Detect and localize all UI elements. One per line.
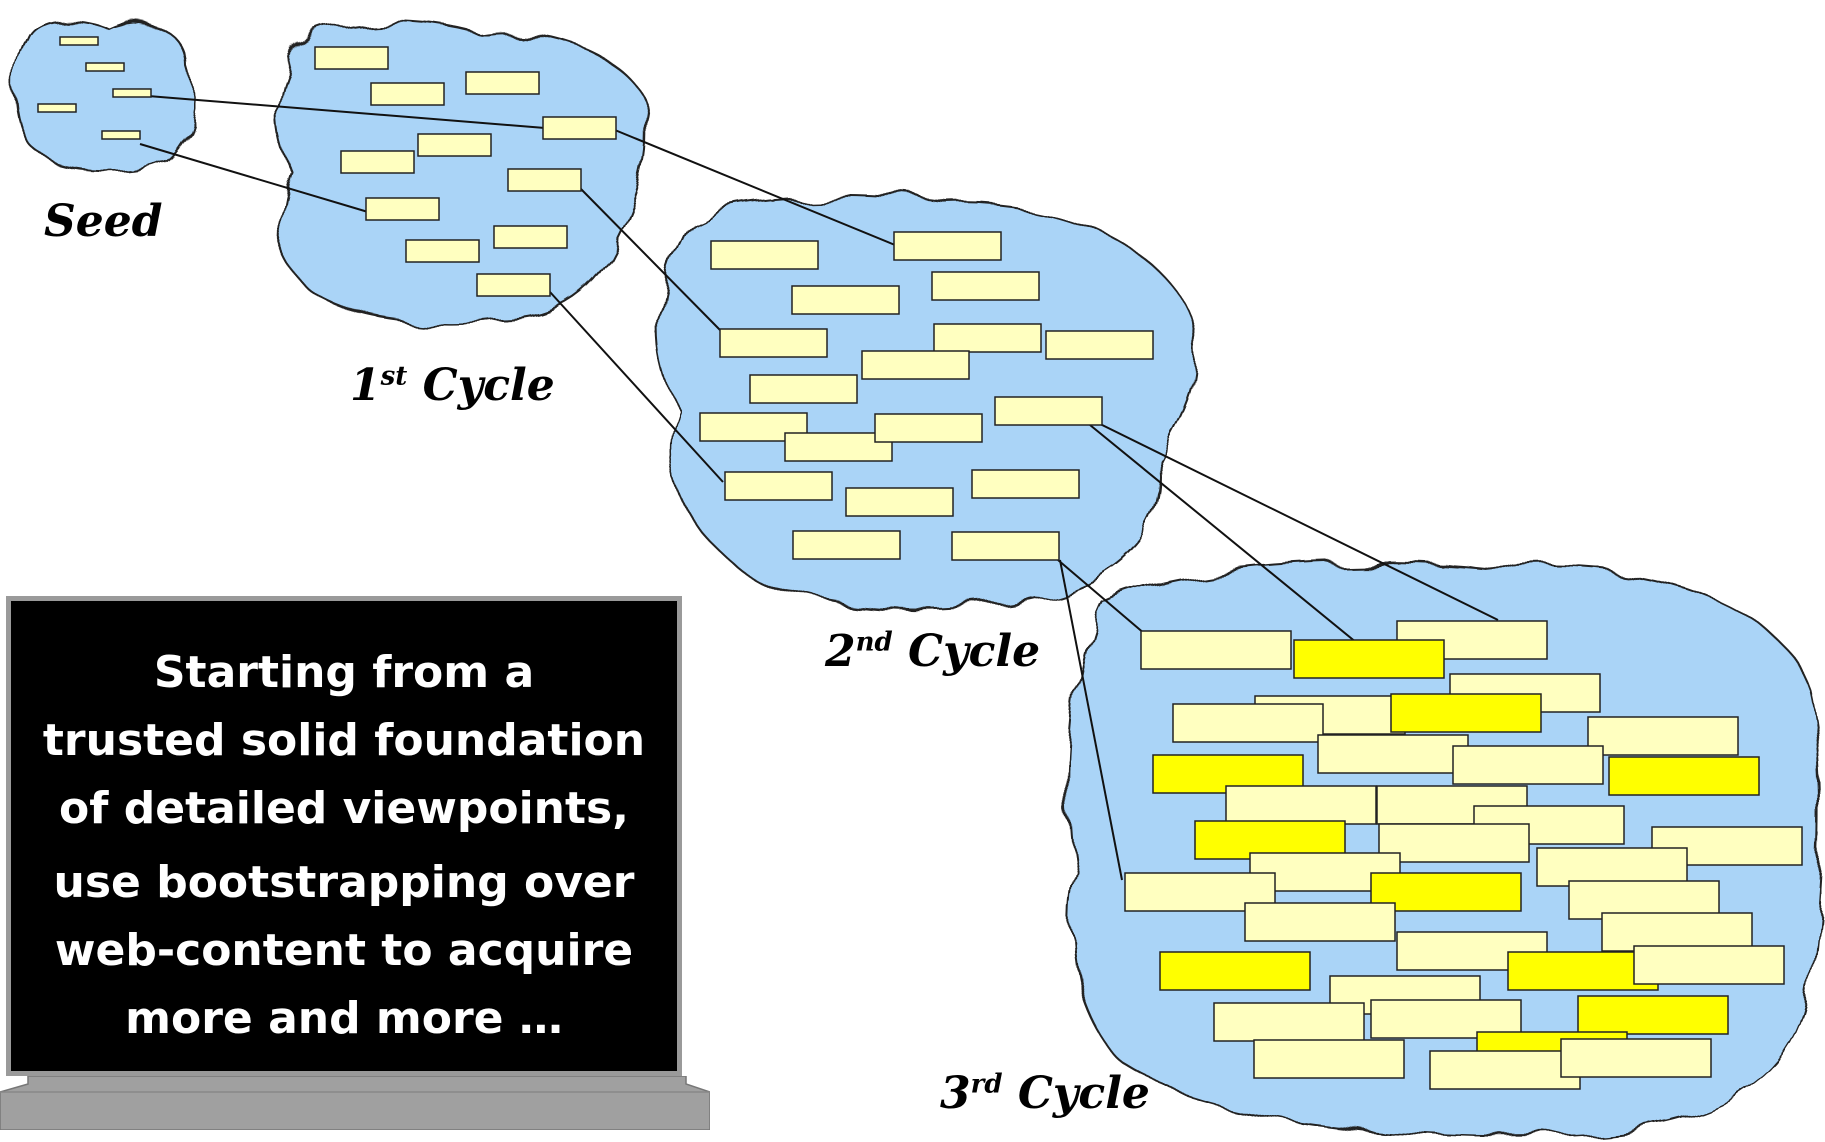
board-line-3: of detailed viewpoints, — [59, 783, 629, 834]
connector-lines — [139, 95, 1499, 881]
board-line-4: use bootstrapping over — [53, 857, 635, 908]
blackboard-text: Starting from a trusted solid foundation… — [11, 639, 677, 1053]
cycle3-number: 3 — [940, 1068, 971, 1119]
cycle2-number: 2 — [825, 626, 856, 677]
cycle1-word: Cycle — [422, 360, 555, 411]
board-line-6: more and more … — [125, 993, 563, 1044]
cycle1-ordinal: st — [380, 361, 408, 392]
cycle3-boxes — [1124, 620, 1803, 1090]
seed-cloud — [16, 20, 195, 172]
cycle1-boxes — [314, 46, 617, 297]
blackboard-base — [0, 1076, 710, 1130]
cycle2-word: Cycle — [908, 626, 1041, 677]
cycle2-ordinal: nd — [855, 627, 893, 658]
cycle1-label: 1st Cycle — [350, 360, 555, 411]
cycle1-number: 1 — [350, 360, 381, 411]
cycle2-label: 2nd Cycle — [825, 626, 1040, 677]
cycle3-word: Cycle — [1017, 1068, 1150, 1119]
board-line-5: web-content to acquire — [54, 925, 634, 976]
seed-boxes — [37, 36, 152, 140]
board-line-1: Starting from a — [153, 647, 535, 698]
board-line-2: trusted solid foundation — [42, 715, 646, 766]
cycle3-ordinal: rd — [970, 1069, 1003, 1100]
seed-label: Seed — [44, 196, 163, 247]
cycle2-boxes — [699, 231, 1154, 561]
blackboard: Starting from a trusted solid foundation… — [6, 596, 682, 1076]
cycle3-label: 3rd Cycle — [940, 1068, 1150, 1119]
